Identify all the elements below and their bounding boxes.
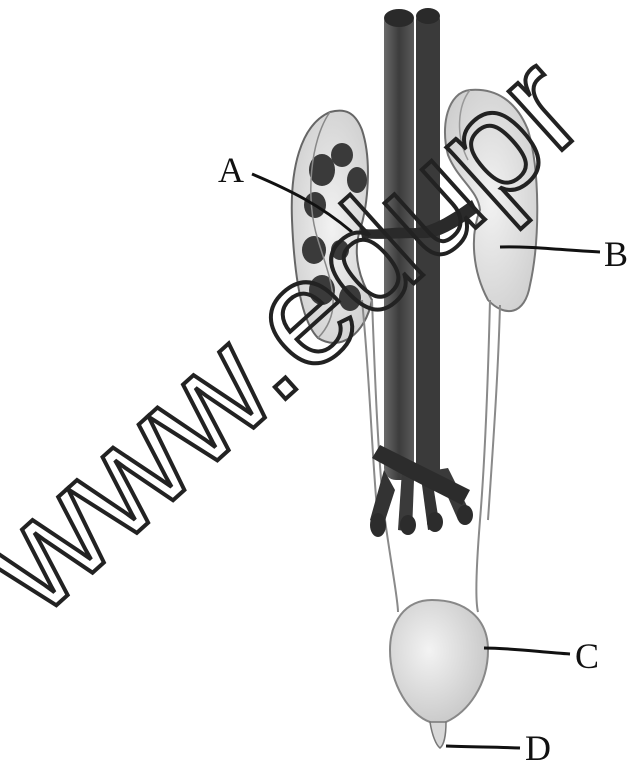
label-d: D [525,728,551,768]
watermark: www.edupr [0,22,613,644]
urethra [430,722,446,748]
label-c: C [575,636,599,676]
label-a: A [218,150,244,190]
pointer-c [484,648,570,654]
label-b: B [604,234,628,274]
urinary-bladder [390,600,488,726]
pointer-d [446,746,520,748]
